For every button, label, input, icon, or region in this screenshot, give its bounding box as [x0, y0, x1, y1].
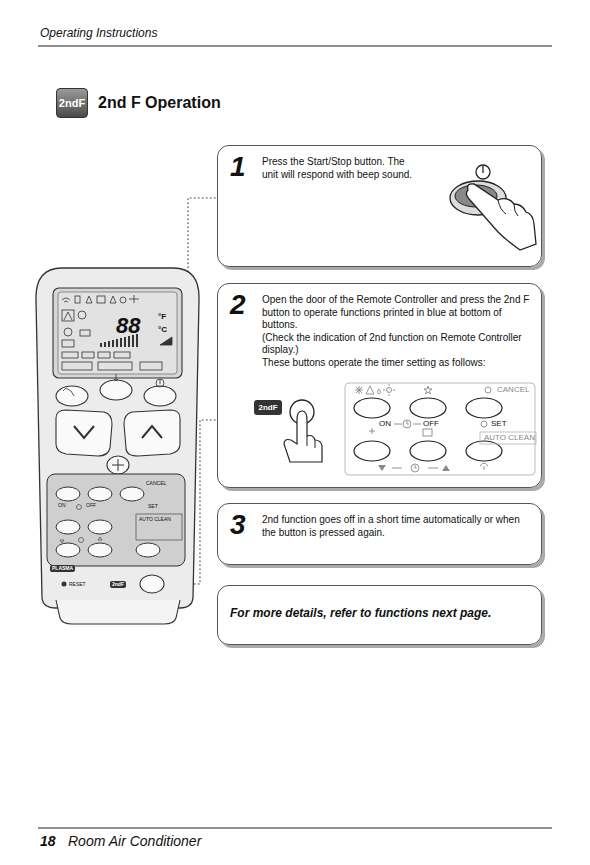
second-function-button-illustration: [284, 400, 322, 462]
start-stop-button-illustration: [450, 165, 536, 250]
step-text: Press the Start/Stop button. The unit wi…: [262, 156, 422, 181]
step-body: Open the door of the Remote Controller a…: [262, 294, 534, 369]
remote-badge: 2ndF: [110, 581, 126, 588]
display-digits: 88: [116, 315, 140, 337]
badge-text: 2ndF: [258, 404, 277, 412]
step-body: Press the Start/Stop button. The unit wi…: [262, 156, 422, 181]
remote-button-label: ON: [58, 503, 66, 508]
function-badge: 2ndF: [56, 88, 88, 118]
display-unit: °F: [158, 313, 166, 321]
button-label: ON: [379, 420, 391, 428]
button-label: SET: [491, 420, 507, 428]
step-body: 2nd function goes off in a short time au…: [262, 514, 534, 539]
display-unit: °C: [158, 326, 167, 334]
header-rule: [38, 46, 552, 47]
remote-button-label: CANCEL: [146, 481, 166, 486]
note-text: For more details, refer to functions nex…: [230, 606, 533, 620]
remote-button-label: RESET: [69, 582, 86, 587]
step-text: 2nd function goes off in a short time au…: [262, 514, 534, 539]
remote-badge: PLASMA: [50, 565, 75, 572]
function-badge: 2ndF: [254, 400, 282, 415]
remote-controller: [36, 268, 199, 624]
step-number: 3: [230, 510, 246, 541]
button-label: AUTO CLEAN: [484, 434, 535, 442]
timer-button-panel: [345, 383, 536, 475]
remote-button-label: SET: [148, 504, 158, 509]
button-label: CANCEL: [497, 386, 529, 394]
step-box: 1 Press the Start/Stop button. The unit w…: [217, 145, 542, 267]
remote-button-label: AUTO CLEAN: [139, 517, 171, 522]
footer-rule: [38, 828, 552, 829]
step-box: 2 Open the door of the Remote Controller …: [217, 283, 542, 488]
page-title: 2nd F Operation: [98, 95, 221, 111]
header-text: Operating Instructions: [40, 27, 157, 39]
icon-text: 2ndF: [59, 97, 85, 109]
step-text: (Check the indication of 2nd function on…: [262, 332, 534, 357]
step-number: 1: [230, 152, 246, 183]
step-text: Open the door of the Remote Controller a…: [262, 294, 534, 332]
step-box: 3 2nd function goes off in a short time a…: [217, 503, 542, 565]
note-box: For more details, refer to functions nex…: [217, 585, 542, 645]
step-number: 2: [230, 290, 246, 321]
page-number: 18: [40, 834, 56, 848]
footer-text: Room Air Conditioner: [68, 834, 201, 848]
button-label: OFF: [423, 420, 439, 428]
remote-button-label: OFF: [86, 503, 96, 508]
step-text: These buttons operate the timer setting …: [262, 357, 534, 370]
